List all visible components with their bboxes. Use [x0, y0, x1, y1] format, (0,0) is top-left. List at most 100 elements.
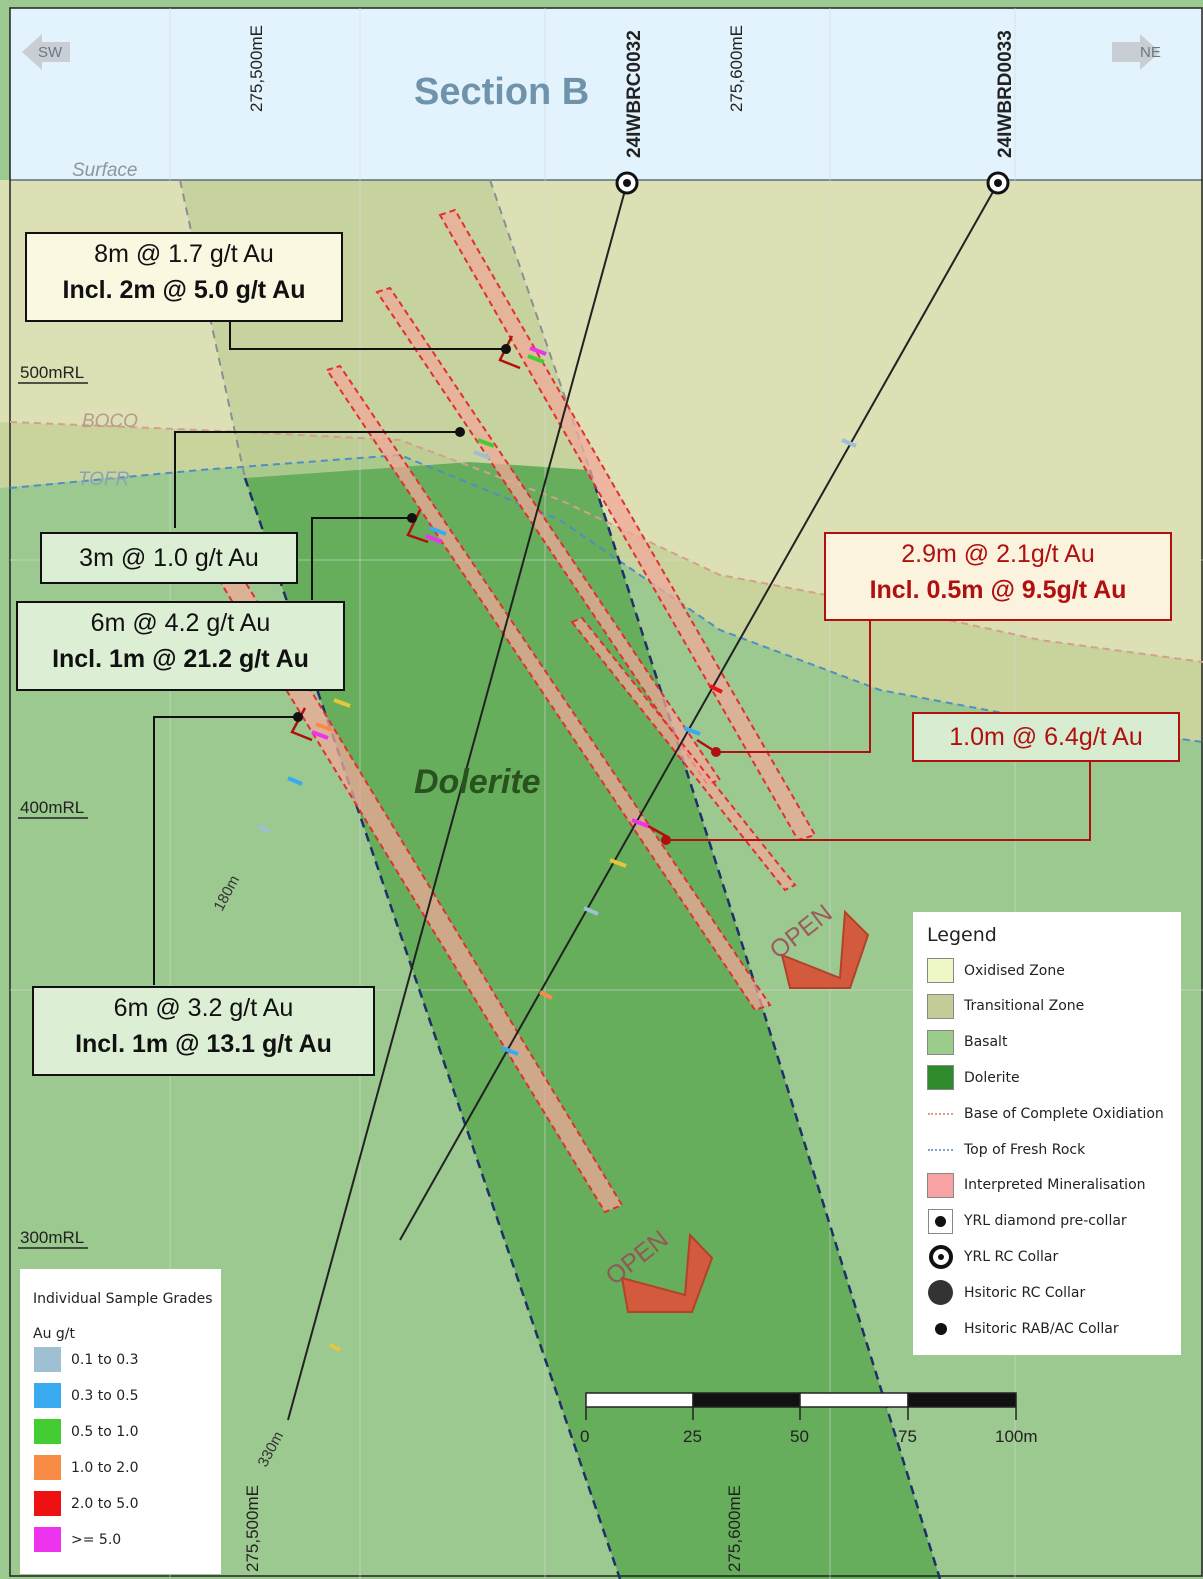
grade-swatch — [34, 1347, 61, 1372]
intercept-callout-5: 2.9m @ 2.1g/t Au Incl. 0.5m @ 9.5g/t Au — [824, 532, 1172, 621]
grade-item: 0.1 to 0.3 — [34, 1347, 138, 1372]
dotted-line-icon — [927, 1137, 954, 1162]
grade-item: 0.3 to 0.5 — [34, 1383, 138, 1408]
legend-item: Oxidised Zone — [927, 958, 1065, 983]
intercept-6-line1: 1.0m @ 6.4g/t Au — [949, 723, 1143, 751]
legend-item: YRL diamond pre-collar — [927, 1208, 1127, 1234]
ring-icon — [927, 1244, 954, 1269]
legend-label: Dolerite — [964, 1069, 1020, 1086]
lens-5 — [570, 616, 797, 892]
grade-swatch — [34, 1383, 61, 1408]
legend-label: Hsitoric RC Collar — [964, 1284, 1086, 1301]
scale-tick-75: 75 — [898, 1427, 917, 1446]
ne-arrow-icon — [1112, 34, 1160, 70]
legend-label: Hsitoric RAB/AC Collar — [964, 1320, 1119, 1337]
scale-tick-25: 25 — [683, 1427, 702, 1446]
legend-label: Interpreted Mineralisation — [964, 1177, 1146, 1194]
open-arrow-icon — [620, 909, 870, 1313]
intercept-5-line1: 2.9m @ 2.1g/t Au — [901, 540, 1095, 568]
legend-item: Dolerite — [927, 1065, 1020, 1091]
legend-swatch — [927, 1172, 954, 1198]
intercept-3-line1: 6m @ 4.2 g/t Au — [90, 609, 271, 637]
legend-swatch — [927, 1065, 954, 1091]
grade-item: 1.0 to 2.0 — [34, 1455, 138, 1480]
lens-3 — [325, 364, 772, 1012]
sw-label: SW — [38, 44, 63, 61]
scale-tick-0: 0 — [580, 1427, 589, 1446]
rl-label-300: 300mRL — [20, 1228, 84, 1247]
easting-label-top-2: 275,600mE — [727, 25, 746, 112]
grade-swatch — [34, 1491, 61, 1516]
legend-label: Basalt — [964, 1034, 1008, 1051]
grade-item: 0.5 to 1.0 — [34, 1419, 138, 1444]
legend-item: Basalt — [927, 1029, 1008, 1055]
mineralisation-lenses — [208, 208, 817, 1214]
grade-swatch — [34, 1527, 61, 1552]
grade-legend-panel: Individual Sample Grades Au g/t 0.1 to 0… — [20, 1269, 221, 1574]
intercept-4-line1: 6m @ 3.2 g/t Au — [113, 994, 294, 1022]
legend-swatch — [927, 958, 954, 983]
leader-lines — [153, 320, 506, 985]
collar-icon — [615, 171, 1010, 195]
surface-label: Surface — [72, 160, 137, 181]
legend-label: Oxidised Zone — [964, 962, 1065, 979]
dotted-line-icon — [927, 1101, 954, 1126]
grade-legend-title: Individual Sample Grades — [33, 1291, 213, 1307]
map-frame — [9, 7, 1203, 1577]
grade-label: 0.1 to 0.3 — [71, 1351, 139, 1368]
grade-label: 0.3 to 0.5 — [71, 1387, 139, 1404]
legend-label: Top of Fresh Rock — [964, 1141, 1086, 1158]
tofr-label: TOFR — [78, 469, 130, 490]
dot-large-icon — [927, 1280, 954, 1306]
legend-item: Hsitoric RAB/AC Collar — [927, 1316, 1119, 1341]
leader-lines-red — [666, 618, 1091, 841]
legend-label: YRL RC Collar — [964, 1248, 1059, 1265]
legend-title: Legend — [927, 924, 997, 946]
drill-hole-24IWBRC0032 — [287, 182, 628, 1421]
grade-swatch — [34, 1419, 61, 1444]
intercept-callout-3: 6m @ 4.2 g/t Au Incl. 1m @ 21.2 g/t Au — [16, 601, 345, 691]
intercept-callout-4: 6m @ 3.2 g/t Au Incl. 1m @ 13.1 g/t Au — [32, 986, 375, 1076]
legend-label: Transitional Zone — [964, 998, 1085, 1015]
dolerite-contact-west-upper — [179, 179, 246, 479]
legend-swatch — [927, 1029, 954, 1055]
dot-small-icon — [927, 1316, 954, 1341]
leader-dots — [293, 344, 511, 722]
legend-item: Hsitoric RC Collar — [927, 1280, 1086, 1306]
legend-label: YRL diamond pre-collar — [964, 1213, 1127, 1230]
scale-tick-100: 100m — [995, 1427, 1038, 1446]
legend-item: YRL RC Collar — [927, 1244, 1058, 1269]
rl-label-400: 400mRL — [20, 798, 84, 817]
scale-bar — [585, 1392, 1017, 1420]
rl-ticks — [18, 382, 88, 1249]
sky-band — [10, 8, 1203, 180]
intercept-2-line1: 3m @ 1.0 g/t Au — [79, 544, 259, 572]
intercept-5-line2: Incl. 0.5m @ 9.5g/t Au — [869, 576, 1127, 604]
legend-item: Base of Complete Oxidiation — [927, 1101, 1164, 1126]
intercept-3-line2: Incl. 1m @ 21.2 g/t Au — [52, 645, 309, 673]
legend-label: Base of Complete Oxidiation — [964, 1105, 1164, 1122]
grade-swatch — [34, 1455, 61, 1480]
lens-1 — [438, 208, 817, 842]
easting-label-bottom-2: 275,600mE — [725, 1485, 744, 1572]
grade-legend-unit: Au g/t — [33, 1326, 75, 1342]
legend-item: Transitional Zone — [927, 993, 1085, 1019]
easting-label-bottom-1: 275,500mE — [243, 1485, 262, 1572]
intercept-1-line1: 8m @ 1.7 g/t Au — [94, 240, 274, 268]
legend-item: Interpreted Mineralisation — [927, 1172, 1146, 1198]
dolerite-body — [245, 462, 940, 1579]
hole-label-2: 24IWBRD0033 — [995, 30, 1016, 158]
sw-arrow-icon — [22, 34, 70, 70]
grade-label: 1.0 to 2.0 — [71, 1459, 139, 1476]
legend-swatch — [927, 993, 954, 1019]
scale-tick-50: 50 — [790, 1427, 809, 1446]
section-title: Section B — [414, 71, 589, 113]
grade-label: 0.5 to 1.0 — [71, 1423, 139, 1440]
easting-label-top-1: 275,500mE — [247, 25, 266, 112]
grade-item: 2.0 to 5.0 — [34, 1491, 138, 1516]
lens-2 — [375, 286, 722, 786]
drill-hole-24IWBRD0033 — [399, 182, 999, 1241]
boco-label: BOCO — [82, 411, 138, 432]
